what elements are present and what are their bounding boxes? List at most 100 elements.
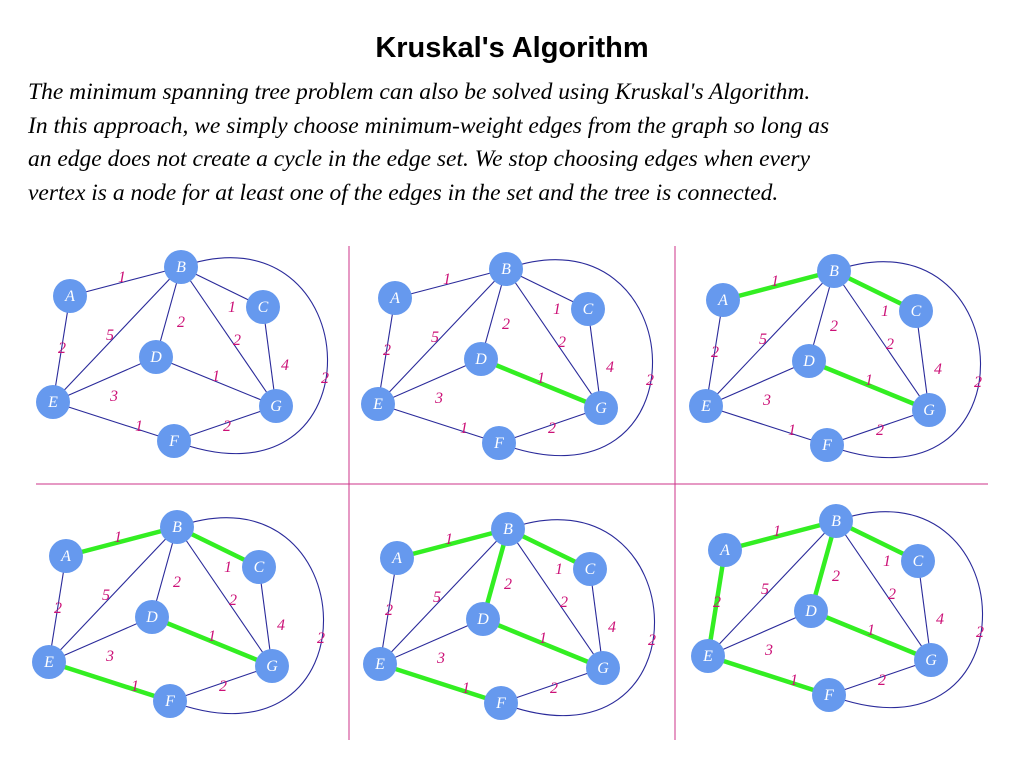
edge-weight-label: 1 — [771, 273, 779, 290]
vertex-g-label: G — [925, 652, 937, 669]
edge-b-g — [835, 520, 932, 661]
vertex-a-node — [708, 533, 742, 567]
edge-weight-label: 2 — [54, 600, 62, 617]
edge-weight-label: 1 — [118, 269, 126, 286]
edge-weight-label: 1 — [135, 418, 143, 435]
edge-weight-label: 1 — [788, 422, 796, 439]
edge-weight-label: 3 — [436, 650, 445, 667]
vertex-g-label: G — [270, 398, 282, 415]
vertex-f-node — [157, 424, 191, 458]
vertex-c-node — [242, 550, 276, 584]
edge-weight-label: 2 — [888, 586, 896, 603]
edge-weight-label: 1 — [865, 372, 873, 389]
vertex-e-label: E — [702, 648, 713, 665]
edge-weight-label: 1 — [114, 529, 122, 546]
vertex-f-label: F — [821, 437, 832, 454]
edge-weight-label: 3 — [109, 388, 118, 405]
edge-weight-label: 1 — [208, 628, 216, 645]
vertex-b-node — [160, 510, 194, 544]
edge-e-f-selected — [707, 653, 830, 698]
vertex-b-label: B — [503, 521, 513, 538]
edge-e-b — [52, 266, 182, 403]
edge-d-g — [155, 356, 277, 407]
vertex-a-label: A — [60, 548, 71, 565]
edge-weight-label: 2 — [317, 630, 325, 647]
edge-weight-label: 2 — [385, 602, 393, 619]
edge-a-e — [52, 295, 71, 403]
edge-b-g — [505, 268, 602, 409]
edge-weight-label: 1 — [539, 630, 547, 647]
edge-weight-label: 5 — [759, 331, 767, 348]
vertex-b-label: B — [829, 263, 839, 280]
vertex-f-node — [810, 428, 844, 462]
vertex-c-label: C — [254, 559, 265, 576]
edge-a-e — [379, 557, 398, 665]
edge-e-d — [707, 610, 812, 657]
edge-weight-label: 1 — [867, 622, 875, 639]
vertex-e-node — [36, 385, 70, 419]
edge-weight-label: 1 — [460, 420, 468, 437]
vertex-c-node — [573, 552, 607, 586]
edge-weight-label: 4 — [277, 617, 285, 634]
edge-weight-label: 3 — [762, 392, 771, 409]
body-line: an edge does not create a cycle in the e… — [28, 146, 810, 172]
vertex-d-node — [792, 344, 826, 378]
edge-weight-label: 2 — [219, 678, 227, 695]
vertex-a-node — [378, 281, 412, 315]
vertex-a-node — [380, 541, 414, 575]
vertex-f-label: F — [168, 433, 179, 450]
edge-a-b-selected — [722, 268, 835, 303]
vertex-a-label: A — [64, 288, 75, 305]
edge-weight-label: 3 — [764, 642, 773, 659]
vertex-b-label: B — [176, 259, 186, 276]
edge-weight-label: 4 — [608, 619, 616, 636]
edge-weight-label: 2 — [713, 594, 721, 611]
edge-e-f — [705, 405, 828, 446]
edge-weight-label: 1 — [131, 678, 139, 695]
edge-weight-label: 1 — [881, 303, 889, 320]
edge-weight-label: 1 — [443, 271, 451, 288]
edge-weight-label: 2 — [646, 372, 654, 389]
slide-body-text: The minimum spanning tree problem can al… — [28, 76, 1013, 210]
vertex-d-label: D — [476, 611, 489, 628]
edge-a-e — [705, 299, 724, 407]
edge-weight-label: 2 — [832, 568, 840, 585]
edge-a-e — [48, 555, 67, 663]
vertex-d-label: D — [804, 603, 817, 620]
vertex-f-node — [484, 686, 518, 720]
vertex-d-label: D — [145, 609, 158, 626]
edge-weight-label: 3 — [434, 390, 443, 407]
edge-e-f-selected — [379, 661, 502, 706]
edge-weight-label: 2 — [223, 418, 231, 435]
vertex-g-label: G — [923, 402, 935, 419]
vertex-d-label: D — [474, 351, 487, 368]
edge-weight-label: 4 — [936, 611, 944, 628]
edge-a-b-selected — [65, 524, 178, 559]
vertex-g-node — [259, 389, 293, 423]
vertex-e-node — [363, 647, 397, 681]
edge-weight-label: 2 — [321, 370, 329, 387]
vertex-a-label: A — [389, 290, 400, 307]
vertex-d-node — [139, 340, 173, 374]
vertex-f-node — [153, 684, 187, 718]
edge-weight-label: 4 — [934, 361, 942, 378]
edge-d-g-selected — [810, 608, 932, 663]
vertex-c-node — [901, 544, 935, 578]
edge-e-f-selected — [48, 659, 171, 704]
edge-weight-label: 5 — [102, 587, 110, 604]
vertex-f-label: F — [493, 435, 504, 452]
edge-d-g-selected — [808, 358, 930, 413]
edge-b-f — [169, 517, 325, 715]
vertex-b-node — [491, 512, 525, 546]
vertex-a-node — [706, 283, 740, 317]
edge-weight-label: 2 — [58, 340, 66, 357]
vertex-e-label: E — [43, 654, 54, 671]
vertex-c-label: C — [585, 561, 596, 578]
vertex-c-label: C — [258, 299, 269, 316]
vertex-a-node — [49, 539, 83, 573]
edge-f-g — [828, 659, 932, 696]
edge-weight-label: 5 — [106, 327, 114, 344]
edge-e-b — [48, 526, 178, 663]
edge-weight-label: 2 — [558, 334, 566, 351]
body-line: In this approach, we simply choose minim… — [28, 112, 830, 139]
